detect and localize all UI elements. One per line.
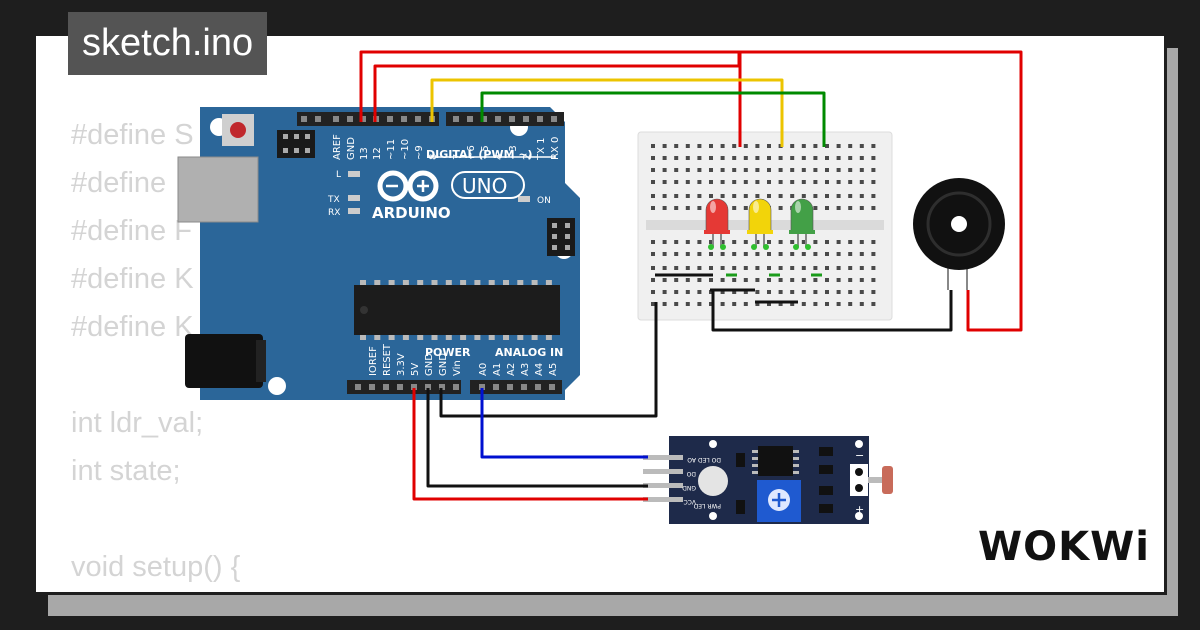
icsp-header-top <box>277 130 315 158</box>
wires <box>359 50 1023 501</box>
wire-breadboard-ground <box>439 302 658 418</box>
digital-header-label: DIGITAL (PWM ~) <box>426 148 533 161</box>
ldr-do-led-label: DO LED <box>698 456 721 463</box>
digital-pin-label: 13 <box>359 147 370 160</box>
power-pin-label: RESET <box>382 343 393 376</box>
digital-pin-label: ~9 <box>414 145 425 160</box>
code-background: #define S #define #define F #define K #d… <box>71 119 241 583</box>
analog-header-label: ANALOG IN <box>495 346 563 359</box>
buzzer <box>913 178 1005 290</box>
power-jack <box>185 334 263 388</box>
arduino-brand-text: ARDUINO <box>372 204 451 222</box>
analog-pin-label: A4 <box>534 363 545 376</box>
analog-pin-label: A1 <box>492 363 503 376</box>
wire-a0-ldr-ao <box>480 388 648 459</box>
ldr-plus-label: + <box>855 503 864 516</box>
analog-pin-label: A0 <box>478 363 489 376</box>
led <box>747 198 780 277</box>
digital-pin-label: ~3 <box>508 145 519 160</box>
power-pin-label: 5V <box>410 363 421 376</box>
wire-gnd-ldr <box>426 388 648 488</box>
led-label-rx: RX <box>328 208 340 218</box>
ldr-led-dome <box>698 466 728 496</box>
status-leds: L TX RX ON <box>327 170 551 218</box>
ldr-sensor-module: AO DO GND VCC − + DO LED PWR LED <box>643 436 893 524</box>
power-pin-label: GND <box>438 353 449 376</box>
digital-pin-label: 12 <box>372 147 383 160</box>
photoresistor <box>882 466 893 494</box>
wire-5v-ldr <box>412 388 648 501</box>
ldr-pin-label: AO <box>687 456 696 463</box>
led <box>704 198 737 277</box>
arduino-model-text: UNO <box>462 174 507 198</box>
led-label-tx: TX <box>327 195 340 205</box>
wire-buzzer-ground <box>711 290 953 332</box>
digital-pin-label: GND <box>346 137 357 160</box>
wire-pin13-red-led <box>359 50 742 147</box>
ldr-minus-label: − <box>855 449 864 462</box>
ldr-pin-label: VCC <box>684 498 696 505</box>
digital-header <box>297 112 564 126</box>
wire-pin8-yellow-led <box>430 78 784 147</box>
analog-pin-label: A5 <box>548 363 559 376</box>
analog-pin-label: A2 <box>506 363 517 376</box>
power-pin-label: 3.3V <box>396 353 407 376</box>
led-group <box>704 198 822 277</box>
led-label-on: ON <box>537 196 551 206</box>
led <box>789 198 822 277</box>
digital-pin-label: ~5 <box>480 145 491 160</box>
reset-button[interactable] <box>222 114 254 146</box>
atmega-chip <box>354 280 560 340</box>
arduino-logo: ARDUINO UNO <box>372 170 525 222</box>
breadboard-holes <box>651 144 876 306</box>
wire-pin5-green-led <box>480 91 826 147</box>
analog-pin-label: A3 <box>520 363 531 376</box>
digital-pin-label: ~11 <box>386 139 397 160</box>
ldr-pin-label: GND <box>682 484 696 491</box>
ldr-pin-label: DO <box>686 470 696 477</box>
power-header <box>347 380 562 394</box>
digital-pin-label: ~10 <box>400 139 411 160</box>
digital-pin-label: ~6 <box>466 145 477 160</box>
power-pin-label: Vin <box>452 360 463 376</box>
digital-pin-label: RX 0 <box>550 137 561 160</box>
digital-pin-label: AREF <box>332 134 343 160</box>
power-header-label: POWER <box>425 346 471 359</box>
wire-pin12 <box>373 64 740 122</box>
ldr-pwr-led-label: PWR LED <box>693 502 721 509</box>
power-pin-label: GND <box>424 353 435 376</box>
wire-buzzer-positive <box>737 50 1023 332</box>
mount-hole <box>268 377 286 395</box>
usb-port <box>177 156 259 223</box>
digital-pin-label: TX 1 <box>536 138 547 162</box>
icsp-header-right <box>547 218 575 256</box>
potentiometer[interactable] <box>757 480 801 522</box>
wokwi-logo: WOKWi <box>978 524 1150 570</box>
file-tab[interactable]: sketch.ino <box>68 12 268 75</box>
led-label-l: L <box>336 170 341 180</box>
power-pin-label: IOREF <box>368 346 379 376</box>
comparator-chip <box>758 446 793 476</box>
